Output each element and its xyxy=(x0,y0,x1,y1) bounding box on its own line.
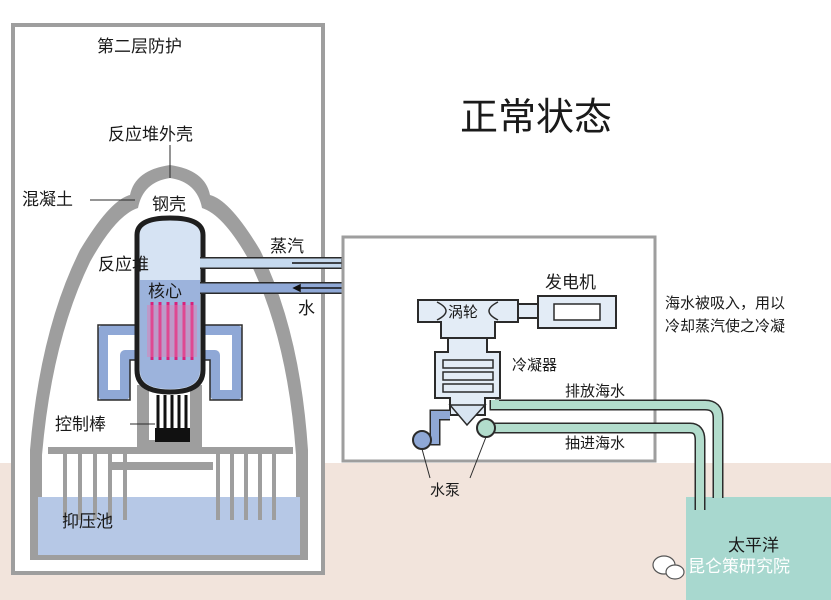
seawater-pump xyxy=(476,418,496,438)
label-suppression-pool: 抑压池 xyxy=(62,512,113,532)
label-pacific: 太平洋 xyxy=(728,536,779,556)
label-steam: 蒸汽 xyxy=(270,237,304,257)
label-turbine: 涡轮 xyxy=(448,303,478,321)
floor-slab xyxy=(48,447,293,454)
pacific-ocean xyxy=(686,497,831,600)
label-concrete: 混凝土 xyxy=(22,190,73,210)
recirculation-loops xyxy=(98,325,242,400)
control-rods xyxy=(156,395,188,430)
pump-leader-2 xyxy=(469,436,487,479)
condenser-coils xyxy=(442,359,494,393)
label-condenser: 冷凝器 xyxy=(512,356,557,374)
label-water: 水 xyxy=(298,299,315,319)
label-discharge-seawater: 排放海水 xyxy=(565,382,625,400)
label-core: 核心 xyxy=(148,282,182,302)
control-rod-tips xyxy=(155,428,190,442)
note-line-2: 冷却蒸汽使之冷凝 xyxy=(665,317,785,335)
note-line-1: 海水被吸入，用以 xyxy=(665,294,785,312)
watermark: 昆仑策研究院 xyxy=(688,557,790,577)
feedwater-pump xyxy=(412,430,432,450)
label-generator: 发电机 xyxy=(545,273,596,293)
turbine-blades xyxy=(436,301,499,321)
label-steel-shell: 钢壳 xyxy=(152,195,186,215)
seawater-discharge-fill xyxy=(491,400,722,498)
core-glow xyxy=(147,305,197,357)
core-fuel-rods xyxy=(150,302,194,360)
loop-outline xyxy=(97,324,243,401)
condenser-hopper xyxy=(448,404,487,427)
vent-pipes xyxy=(63,453,276,520)
label-control-rods: 控制棒 xyxy=(55,415,106,435)
reactor-support-right xyxy=(190,385,202,450)
generator-core xyxy=(553,303,601,321)
wechat-icon xyxy=(652,555,685,580)
seawater-intake-fill xyxy=(490,424,704,510)
label-reactor-shell: 反应堆外壳 xyxy=(108,125,193,145)
label-intake-seawater: 抽进海水 xyxy=(565,434,625,452)
pump-leader-1 xyxy=(421,448,431,479)
label-secondary-containment: 第二层防护 xyxy=(97,37,182,57)
pedestal xyxy=(108,462,213,470)
condenser xyxy=(434,337,501,416)
reactor-support xyxy=(137,385,149,450)
support-beam xyxy=(137,440,202,450)
label-reactor: 反应堆 xyxy=(98,255,149,275)
diagram-title: 正常状态 xyxy=(460,95,612,139)
label-pump: 水泵 xyxy=(430,481,460,499)
